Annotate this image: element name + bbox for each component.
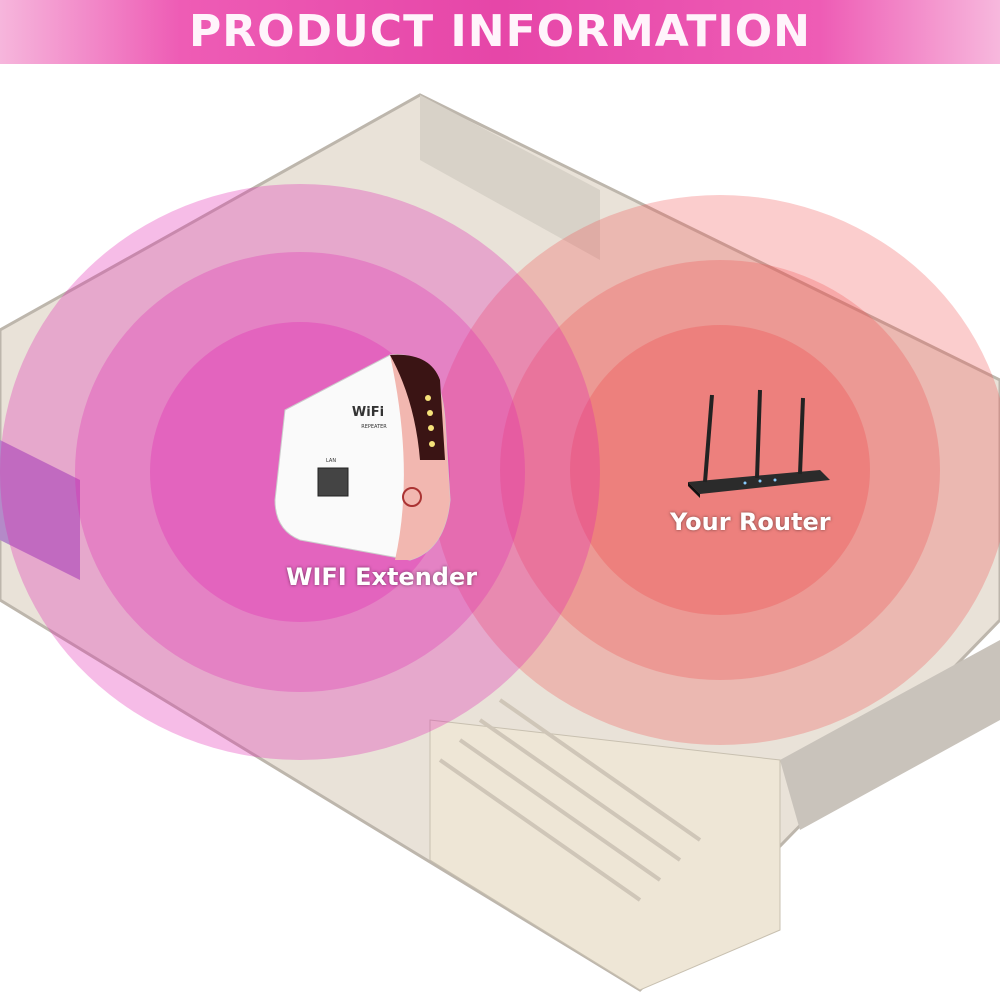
floor-plan [0,93,1000,992]
wifi-logo: WiFi [352,405,384,420]
wifi-extender-label: WIFI Extender [286,563,478,591]
router-device [688,389,830,498]
floor-plan-illustration: WiFi REPEATER LAN [0,93,1000,992]
wifi-extender-device: WiFi REPEATER LAN [274,354,451,561]
svg-text:LAN: LAN [326,458,336,464]
router-signal-rings [430,195,1000,745]
page-title: PRODUCT INFORMATION [189,6,811,57]
header-banner: PRODUCT INFORMATION [0,0,1000,64]
svg-text:REPEATER: REPEATER [361,424,387,430]
router-label: Your Router [670,508,831,536]
